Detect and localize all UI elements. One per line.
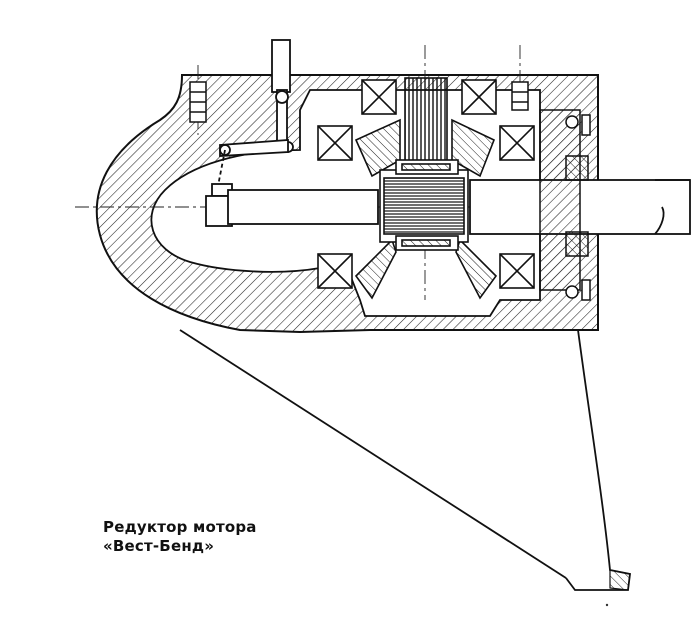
vertical-drive-shaft xyxy=(404,77,448,163)
bearing-top-right xyxy=(461,79,497,115)
caption-line-1: Редуктор мотора xyxy=(103,518,257,536)
bearing-top-left xyxy=(361,79,397,115)
clutch-dog xyxy=(379,159,469,251)
bearing-right-upper xyxy=(499,125,535,161)
shaft-seals xyxy=(539,109,591,301)
housing-bolts xyxy=(189,81,529,123)
figure-caption: Редуктор мотора «Вест-Бенд» xyxy=(103,518,257,556)
bearing-left-upper xyxy=(317,125,353,161)
bearing-left-lower xyxy=(317,253,353,289)
bearing-right-lower xyxy=(499,253,535,289)
caption-line-2: «Вест-Бенд» xyxy=(103,537,215,555)
bearings xyxy=(317,79,535,289)
lower-leg-skeg xyxy=(179,329,631,591)
dot-mark xyxy=(605,603,609,607)
